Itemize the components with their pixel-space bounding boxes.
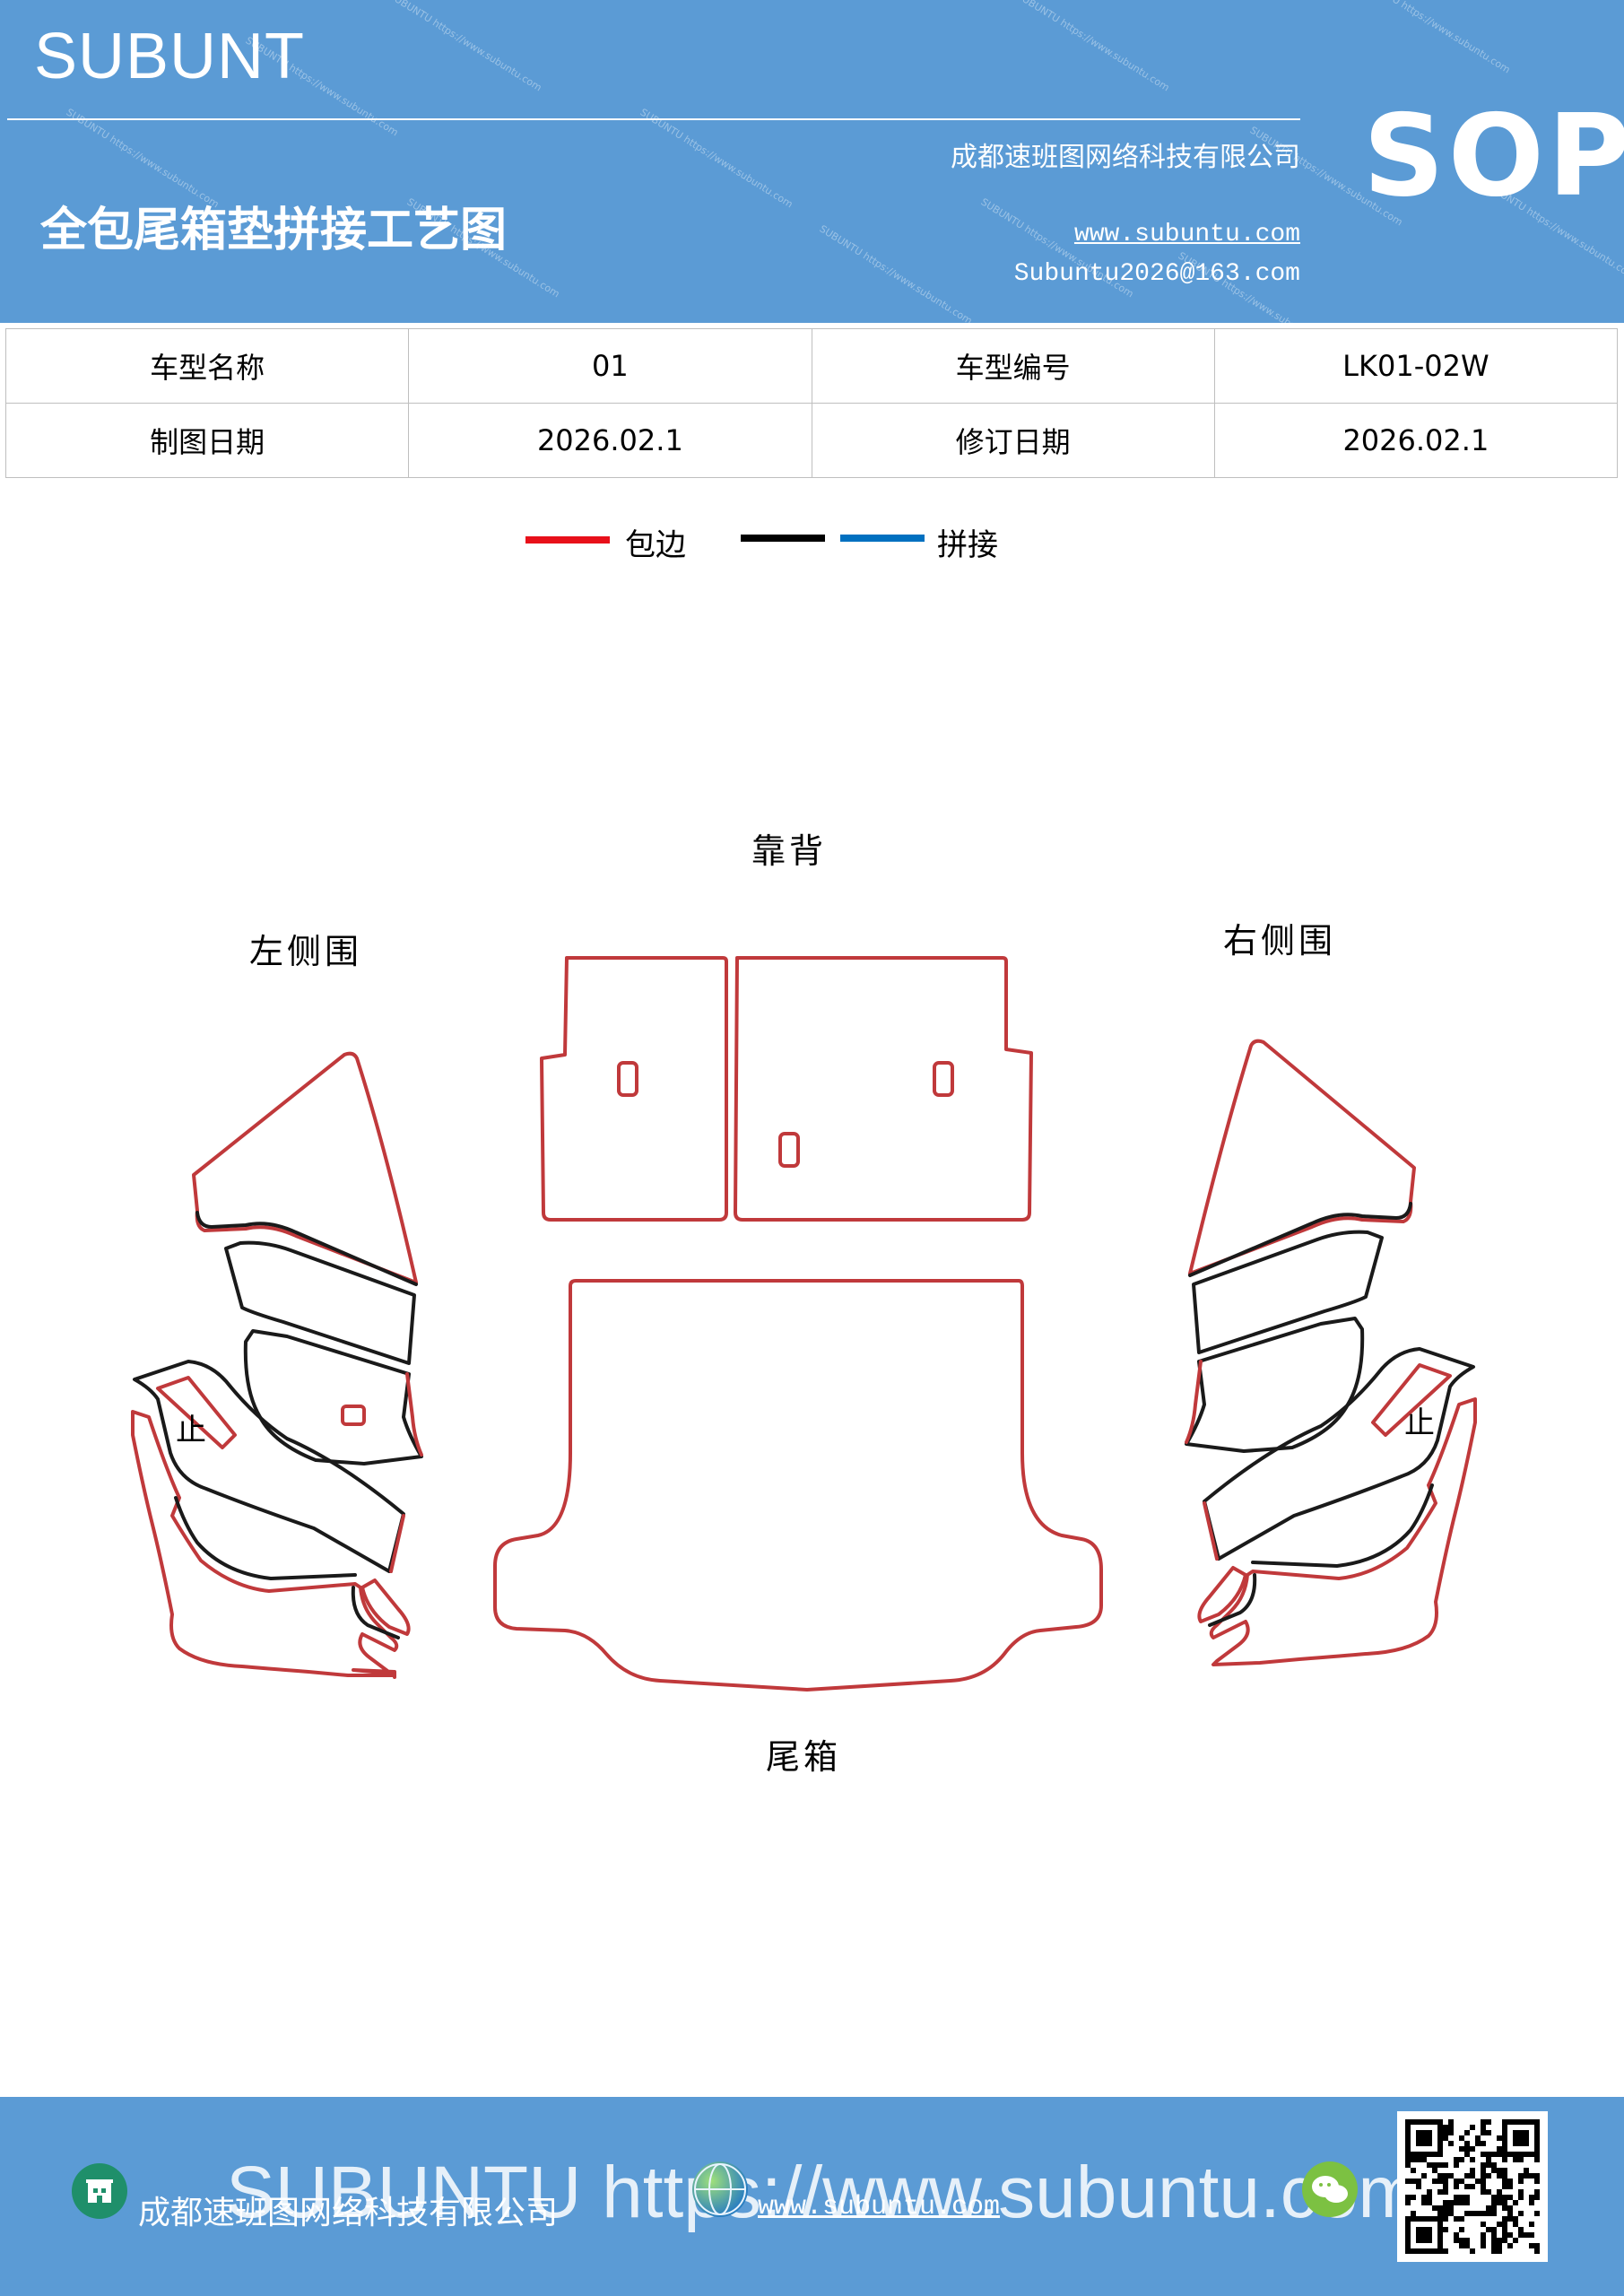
- right-side-panel-4-edge: [1203, 1501, 1219, 1561]
- left-side-panel-3: [243, 1329, 423, 1465]
- info-table: 车型名称 01 车型编号 LK01-02W 制图日期 2026.02.1 修订日…: [4, 328, 1619, 478]
- left-side-panel-3-edge: [405, 1372, 423, 1457]
- right-side-panel-2: [1192, 1230, 1384, 1354]
- trunk-floor-panel: [493, 1279, 1103, 1692]
- globe-icon: [692, 2161, 748, 2217]
- right-side-stop-pocket: [1371, 1363, 1452, 1437]
- watermark-text: SUBUNTU https://www.subuntu.com: [638, 106, 795, 211]
- right-side-panel-4: [1203, 1347, 1475, 1561]
- label-trunk: 尾箱: [766, 1737, 842, 1777]
- right-side-top-seam: [1188, 1202, 1412, 1277]
- wechat-icon: [1302, 2161, 1358, 2217]
- right-side-panel-3: [1185, 1317, 1365, 1453]
- left-side-slot: [341, 1405, 366, 1426]
- legend-swatch-edge: [525, 536, 610, 544]
- qr-code: [1397, 2111, 1548, 2262]
- left-side-top-seam: [195, 1211, 418, 1286]
- watermark-text: SUBUNTU https://www.subuntu.com: [386, 0, 544, 94]
- right-side-corner-piece: [1197, 1566, 1247, 1623]
- watermark-text: SUBUNTU https://www.subuntu.com: [1355, 0, 1513, 76]
- footer-watermark-banner: SUBUNTU https://www.subuntu.com: [226, 2152, 1420, 2233]
- footer-company-name: 成都速班图网络科技有限公司: [138, 2195, 559, 2231]
- mat-diagram: 止 止: [131, 956, 1477, 1692]
- left-side-top-panel: [192, 1051, 418, 1284]
- watermark-text: SUBUNTU https://www.subuntu.com: [1014, 0, 1172, 94]
- left-side-panel-2: [224, 1240, 416, 1365]
- left-side-corner-piece: [360, 1578, 411, 1636]
- right-side-top-panel: [1188, 1039, 1416, 1275]
- backrest-slot: [933, 1061, 954, 1097]
- brand-name: SUBUNT: [34, 21, 306, 92]
- backrest-right-panel: [734, 956, 1033, 1222]
- sop-badge: SOP: [1363, 90, 1624, 222]
- footer-website-link[interactable]: www.subuntu.com: [758, 2192, 1001, 2222]
- cell-label: 修订日期: [811, 403, 1215, 478]
- watermark-text: SUBUNTU https://www.subuntu.com: [817, 222, 975, 323]
- building-icon: [72, 2163, 127, 2219]
- cell-value: 2026.02.1: [1213, 403, 1619, 478]
- table-row: 车型名称 01 车型编号 LK01-02W: [4, 328, 1619, 404]
- right-side-group: [1185, 1039, 1477, 1666]
- left-side-panel-4: [133, 1360, 405, 1573]
- left-side-panel-4-edge: [389, 1514, 405, 1573]
- label-left-side: 左侧围: [249, 932, 363, 971]
- backrest-left-panel: [540, 956, 728, 1222]
- table-row: 制图日期 2026.02.1 修订日期 2026.02.1: [4, 403, 1619, 478]
- document-title: 全包尾箱垫拼接工艺图: [40, 203, 508, 257]
- legend: 包边 拼接: [0, 520, 1624, 574]
- cell-label: 车型编号: [811, 328, 1215, 404]
- right-side-panel-3-edge: [1185, 1360, 1203, 1444]
- cell-value: 2026.02.1: [408, 403, 812, 478]
- legend-swatch-seam-black: [741, 535, 825, 542]
- left-side-bottom-panel: [131, 1410, 399, 1679]
- company-name: 成都速班图网络科技有限公司: [951, 142, 1300, 173]
- left-stop-mark: 止: [176, 1413, 206, 1448]
- cell-value: LK01-02W: [1213, 328, 1619, 404]
- legend-label-edge: 包边: [625, 527, 686, 563]
- cell-value: 01: [408, 328, 812, 404]
- label-right-side: 右侧围: [1223, 921, 1337, 961]
- legend-label-seam: 拼接: [937, 527, 998, 563]
- right-side-bottom-panel: [1209, 1397, 1477, 1666]
- cell-label: 制图日期: [4, 403, 410, 478]
- header-divider: [7, 118, 1300, 120]
- right-stop-mark: 止: [1404, 1405, 1435, 1441]
- backrest-slot: [617, 1061, 638, 1097]
- right-side-bottom-seam: [1208, 1483, 1434, 1627]
- label-backrest: 靠背: [751, 831, 828, 871]
- email-address: Subuntu2026@163.com: [1013, 260, 1300, 288]
- backrest-slot: [778, 1132, 800, 1168]
- left-side-stop-pocket: [156, 1376, 237, 1449]
- website-link[interactable]: www.subuntu.com: [1073, 221, 1300, 248]
- page-footer: SUBUNTU https://www.subuntu.com 成都速班图网络科…: [0, 2097, 1624, 2296]
- legend-swatch-seam-blue: [840, 535, 925, 542]
- cell-label: 车型名称: [4, 328, 410, 404]
- left-side-bottom-seam: [174, 1496, 400, 1639]
